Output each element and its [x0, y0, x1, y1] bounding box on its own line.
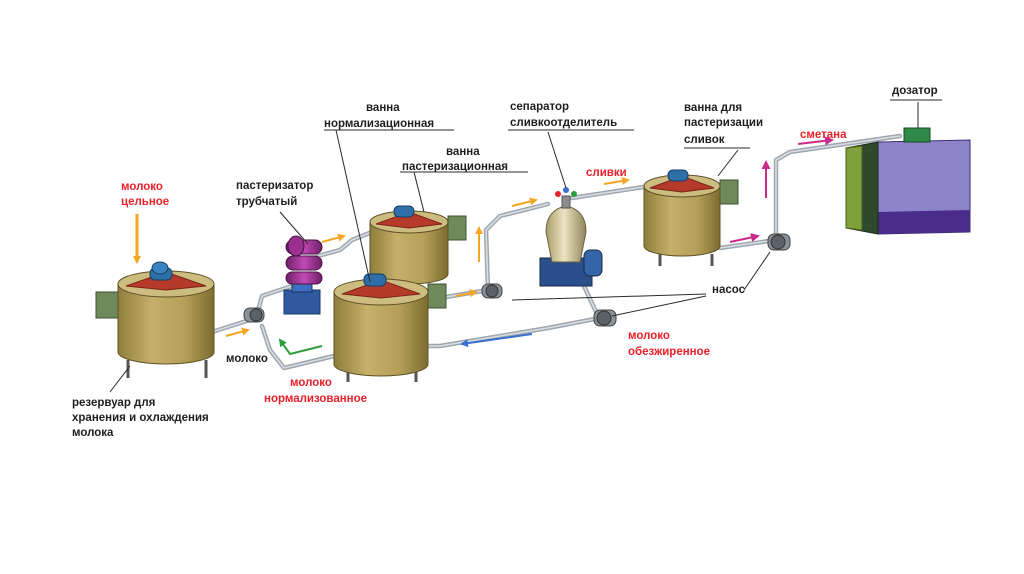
- arrow-into-separator: [511, 197, 538, 207]
- label-cream-bath-1: ванна для: [684, 102, 742, 114]
- label-pasteurizer-1: пастеризатор: [236, 180, 313, 192]
- leader-lines: [109, 99, 942, 393]
- label-norm-bath-2: нормализационная: [324, 118, 434, 130]
- labels: молоко цельное пастеризатор трубчатый ва…: [72, 85, 938, 439]
- normalization-bath-tank: [369, 205, 467, 285]
- arrow-skimmed-milk-return: [460, 333, 533, 348]
- arrow-normalized-milk-return: [278, 338, 323, 356]
- label-reservoir-3: молока: [72, 427, 114, 439]
- label-norm-bath-1: ванна: [366, 102, 400, 114]
- label-milk-whole-2: цельное: [121, 196, 169, 208]
- pump-4: [767, 233, 791, 251]
- label-dispenser: дозатор: [892, 85, 938, 97]
- arrow-cream-to-pump4: [729, 233, 760, 243]
- label-milk-normalized-1: молоко: [290, 377, 332, 389]
- label-past-bath-1: ванна: [446, 146, 480, 158]
- label-sour-cream: сметана: [800, 129, 847, 141]
- label-cream-bath-3: сливок: [684, 134, 725, 146]
- pump-3: [593, 309, 617, 327]
- arrow-to-norm-bath: [321, 233, 346, 243]
- label-milk-whole-1: молоко: [121, 181, 163, 193]
- arrow-sour-cream-to-dispenser: [797, 136, 834, 146]
- label-separator-2: сливкоотделитель: [510, 117, 617, 129]
- pasteurization-bath-tank: [333, 273, 447, 382]
- label-milk-skimmed-2: обезжиренное: [628, 346, 710, 358]
- label-reservoir-1: резервуар для: [72, 397, 155, 409]
- label-pump: насос: [712, 284, 746, 296]
- pipe-network: [209, 133, 903, 371]
- arrow-to-pump2: [455, 289, 478, 298]
- label-past-bath-2: пастеризационная: [402, 161, 508, 173]
- label-milk-skimmed-1: молоко: [628, 330, 670, 342]
- label-milk: молоко: [226, 353, 268, 365]
- label-cream: сливки: [586, 167, 627, 179]
- dispenser-unit: [845, 127, 971, 235]
- flow-arrows: [133, 136, 834, 356]
- label-cream-bath-2: пастеризации: [684, 117, 763, 129]
- pump-2: [481, 283, 503, 299]
- cream-pasteurization-bath-tank: [643, 169, 739, 266]
- arrow-to-pump1: [225, 327, 250, 337]
- label-pasteurizer-2: трубчатый: [236, 196, 297, 208]
- label-milk-normalized-2: нормализованное: [264, 393, 367, 405]
- cream-separator: [539, 187, 603, 287]
- arrow-cream-out: [603, 177, 630, 185]
- pump-1: [243, 307, 265, 323]
- label-reservoir-2: хранения и охлаждения: [72, 412, 209, 424]
- reservoir-tank: [95, 261, 215, 378]
- label-separator-1: сепаратор: [510, 101, 569, 113]
- tubular-pasteurizer: [283, 235, 323, 315]
- pumps: [243, 233, 791, 327]
